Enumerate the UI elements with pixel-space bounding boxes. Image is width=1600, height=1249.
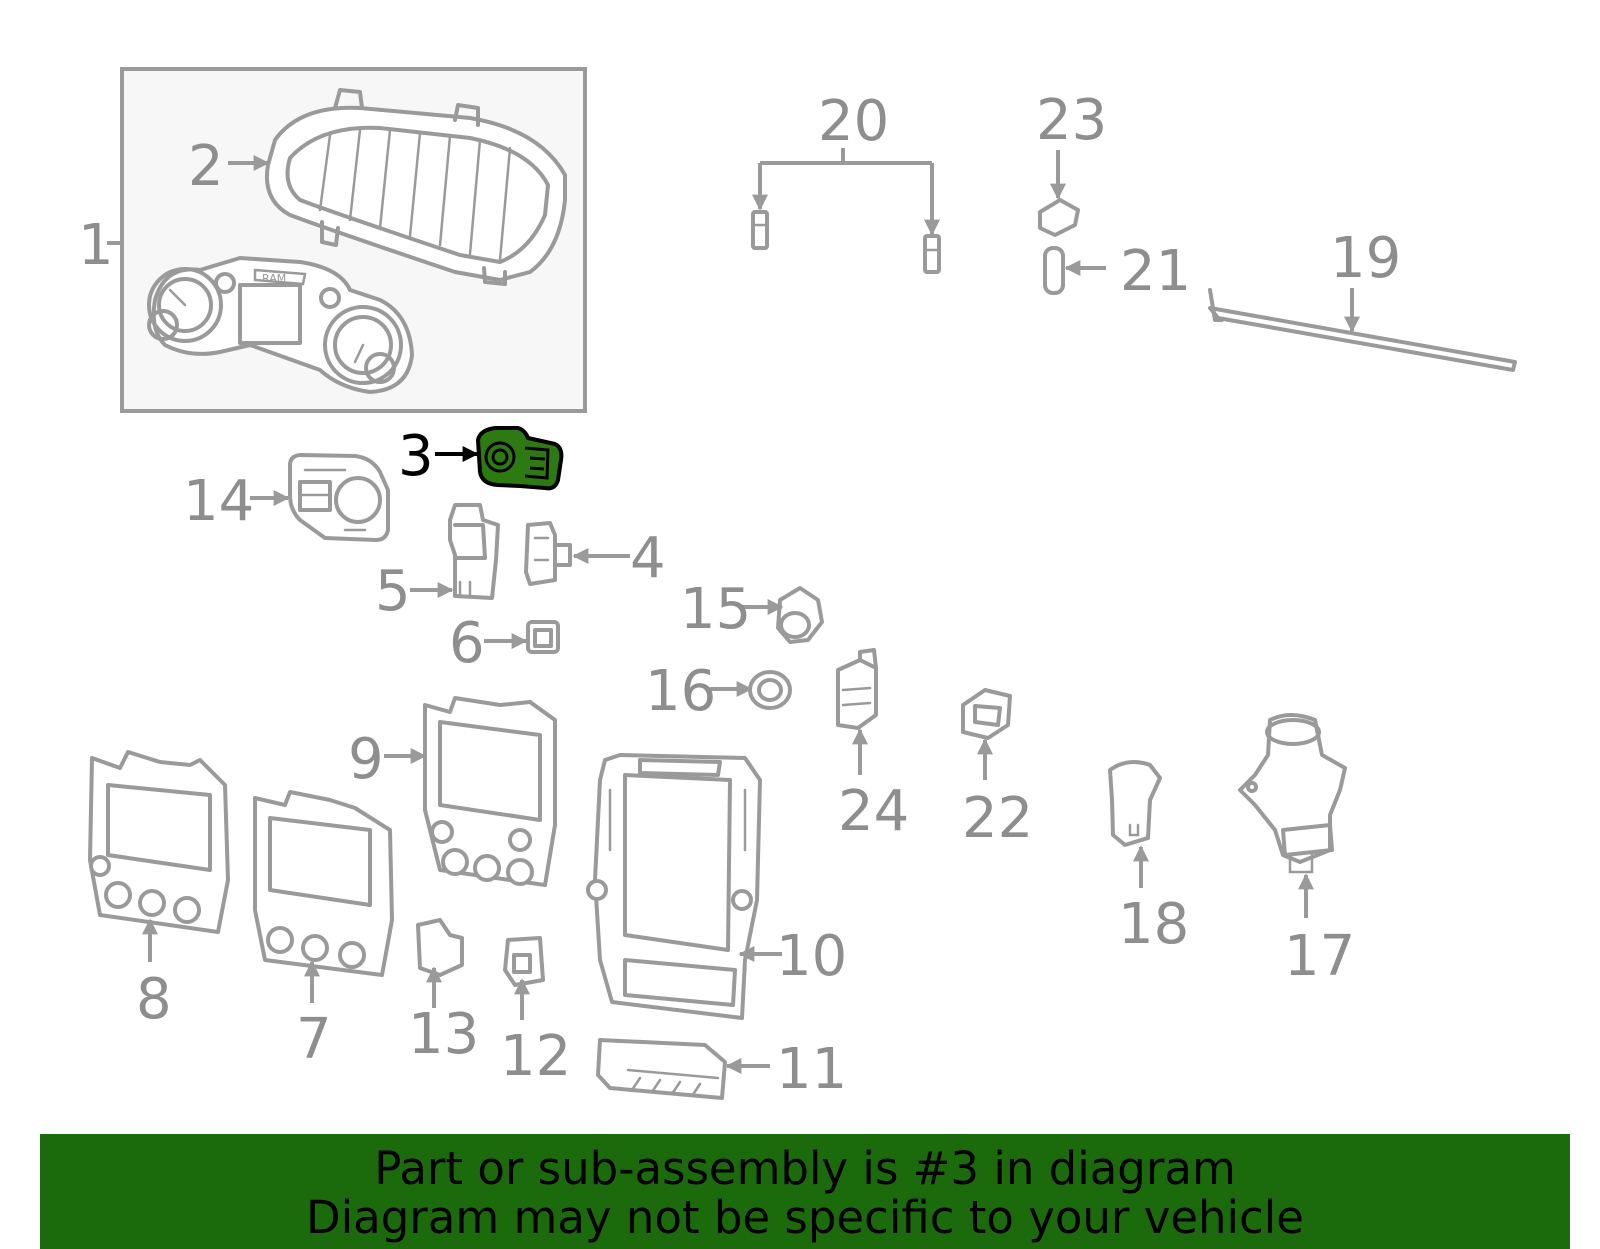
part-21-bulb[interactable] — [1043, 246, 1065, 295]
part-23-bulb-socket[interactable] — [1038, 198, 1080, 237]
callout-17[interactable]: 17 — [1284, 924, 1355, 989]
part-3-headlamp-switch[interactable] — [476, 426, 564, 491]
callout-16[interactable]: 16 — [645, 659, 716, 724]
callout-24[interactable]: 24 — [838, 779, 909, 844]
callout-8[interactable]: 8 — [136, 967, 172, 1032]
part-info-banner: Part or sub-assembly is #3 in diagram Di… — [40, 1134, 1570, 1249]
part-24-switch[interactable] — [836, 648, 878, 730]
callout-13[interactable]: 13 — [408, 1002, 479, 1067]
callout-23[interactable]: 23 — [1036, 88, 1107, 153]
part-22-switch[interactable] — [961, 688, 1012, 740]
part-12-connector[interactable] — [503, 936, 545, 987]
part-9-radio-panel[interactable] — [423, 696, 557, 887]
part-13-bracket[interactable] — [416, 918, 464, 977]
callout-labels: 1 2 3 4 5 6 7 8 9 10 11 12 13 14 15 16 1… — [78, 88, 1401, 1102]
callout-14[interactable]: 14 — [183, 469, 254, 534]
callout-22[interactable]: 22 — [962, 786, 1033, 851]
part-2-cluster-lens[interactable] — [265, 88, 567, 286]
part-19-wire[interactable] — [1208, 288, 1517, 372]
callout-19[interactable]: 19 — [1330, 226, 1401, 291]
part-14-switch-panel[interactable] — [288, 453, 390, 542]
callout-11[interactable]: 11 — [776, 1037, 847, 1102]
callout-5[interactable]: 5 — [375, 559, 411, 624]
callout-10[interactable]: 10 — [776, 924, 847, 989]
callout-15[interactable]: 15 — [680, 577, 751, 642]
callout-7[interactable]: 7 — [296, 1007, 332, 1072]
callout-21[interactable]: 21 — [1120, 239, 1191, 304]
part-15-knob[interactable] — [776, 586, 824, 644]
part-4-switch[interactable] — [524, 521, 572, 586]
banner-part-message: Part or sub-assembly is #3 in diagram — [374, 1142, 1236, 1195]
part-20-bulbs[interactable] — [751, 210, 941, 274]
ram-emblem: RAM — [262, 272, 286, 285]
callout-4[interactable]: 4 — [630, 526, 666, 591]
part-7-radio-panel[interactable] — [253, 790, 394, 977]
callout-12[interactable]: 12 — [500, 1024, 571, 1089]
part-5-switch[interactable] — [448, 503, 500, 600]
callout-2[interactable]: 2 — [188, 134, 224, 199]
part-8-radio-panel[interactable] — [88, 750, 230, 934]
part-1-instrument-cluster[interactable]: RAM — [107, 67, 587, 413]
part-17-ignition-switch[interactable] — [1238, 713, 1347, 874]
part-18-plug[interactable] — [1108, 759, 1162, 847]
callout-9[interactable]: 9 — [348, 727, 384, 792]
callout-20[interactable]: 20 — [818, 89, 889, 154]
banner-disclaimer: Diagram may not be specific to your vehi… — [306, 1191, 1304, 1244]
part-16-ring[interactable] — [748, 670, 792, 710]
part-6-button[interactable] — [526, 620, 560, 654]
part-11-bin-insert[interactable] — [596, 1038, 727, 1100]
callout-3[interactable]: 3 — [398, 424, 434, 489]
part-10-touchscreen-bezel[interactable] — [586, 753, 762, 1020]
callout-1[interactable]: 1 — [78, 213, 114, 278]
callout-6[interactable]: 6 — [449, 611, 485, 676]
cluster-gauge-body: RAM — [147, 256, 414, 394]
leader-lines — [142, 148, 1360, 1074]
callout-18[interactable]: 18 — [1118, 892, 1189, 957]
